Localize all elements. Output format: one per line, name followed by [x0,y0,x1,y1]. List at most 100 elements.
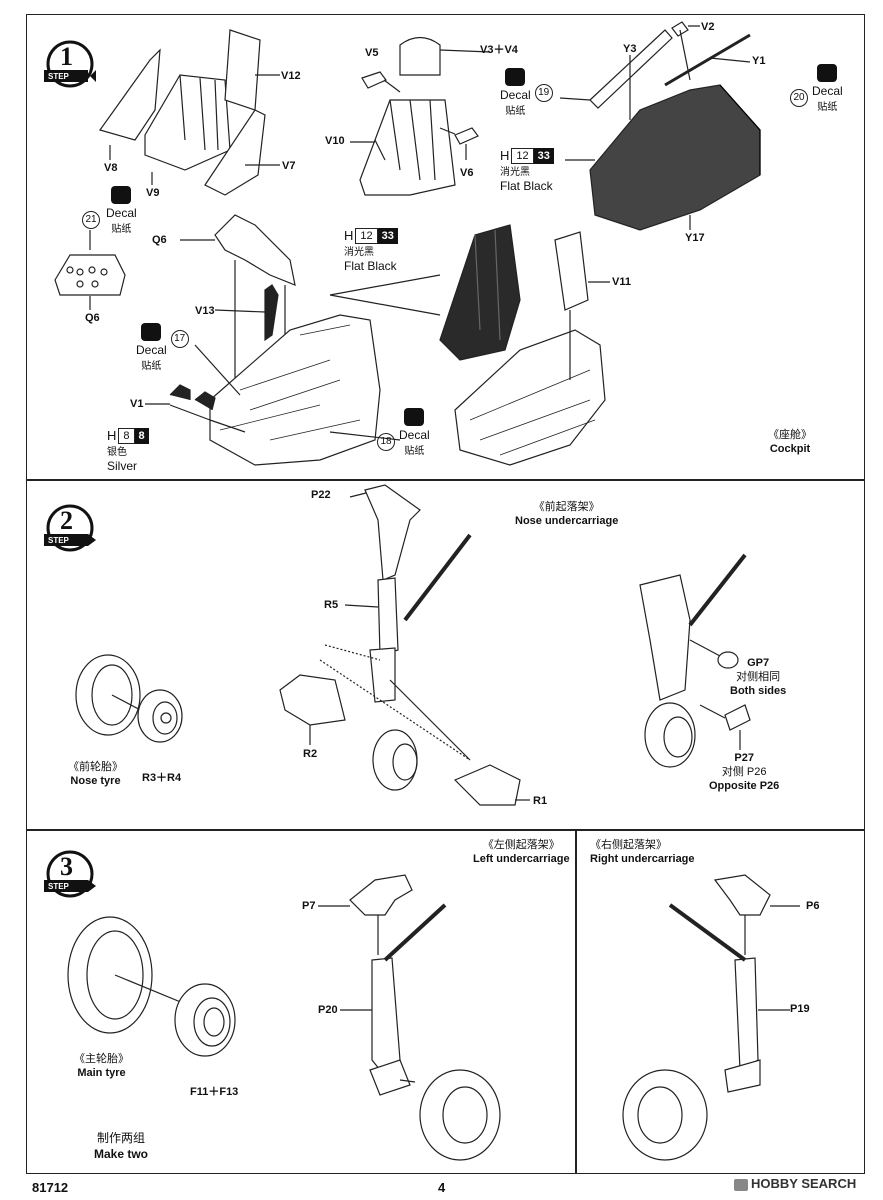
caption-make-two-zh: 制作两组 [97,1131,146,1145]
label-p6: P6 [806,900,820,912]
decal-19-zh: 贴纸 [505,106,526,117]
label-opposite-zh: 对侧 P26 [721,765,767,778]
caption-right-undercarriage: 《右侧起落架》 Right undercarriage [590,838,695,867]
paint-c-num: 33 [533,148,554,164]
part-v5 [361,71,387,89]
part-v6 [454,127,479,145]
decal-19: Decal 贴纸 19 [500,68,553,117]
decal-17-zh: 贴纸 [141,361,162,372]
label-v7: V7 [282,160,296,172]
part-p20 [371,957,401,1071]
label-both-sides-en: Both sides [730,684,787,697]
part-v7 [204,109,266,196]
decal-18-en: Decal [399,428,430,442]
label-p19: P19 [790,1003,810,1015]
part-v13 [264,284,279,342]
label-p27-group: P27 对侧 P26 Opposite P26 [709,752,779,793]
label-y3: Y3 [623,43,637,55]
paint-c-num: 33 [377,228,398,244]
part-nose-hub [137,689,183,743]
decal-21-number: 21 [82,210,100,229]
label-p22: P22 [311,489,331,501]
part-main-hub [174,983,236,1057]
part-cockpit-tub-left [209,314,381,466]
paint-h: H [500,148,510,164]
caption-nose-tyre-zh: 《前轮胎》 [68,761,123,773]
caption-left-undercarriage-en: Left undercarriage [473,853,570,866]
paint-zh: 消光黑 [500,167,530,178]
decal-20-number: 20 [790,88,808,107]
decal-20: 20 Decal 贴纸 [790,64,843,113]
label-y17: Y17 [685,232,705,244]
part-p7 [349,874,413,916]
part-v3-v4 [399,36,441,76]
label-r2: R2 [303,748,318,760]
paint-en: Silver [107,459,138,473]
part-nose-gear-complete [639,574,691,701]
decal-icon [141,323,162,341]
caption-make-two-en: Make two [94,1146,149,1161]
part-q6-decal [54,254,126,296]
caption-left-undercarriage-zh: 《左侧起落架》 [482,839,560,851]
decal-18-number: 18 [377,432,395,451]
part-nose-tyre [75,654,141,736]
label-v13: V13 [195,305,215,317]
label-v1: V1 [130,398,144,410]
step2-panel [26,480,865,830]
label-v2: V2 [701,21,715,33]
label-both-sides-zh: 对侧相同 [736,670,781,683]
part-v11 [554,231,589,311]
step-number-3: 3 [60,852,73,881]
label-f11-f13: F11＋F13 [190,1086,239,1098]
step1-drawing [54,21,761,466]
page-number: 4 [438,1180,446,1195]
watermark: HOBBY SEARCH [734,1176,856,1191]
caption-nose-tyre-en: Nose tyre [70,775,121,788]
part-v1 [169,384,216,421]
label-v6: V6 [460,167,474,179]
label-r5: R5 [324,599,339,611]
part-left-main-wheel [419,1069,501,1161]
part-nose-rod [403,533,472,622]
label-v10: V10 [325,135,345,147]
part-p27 [724,704,751,731]
part-y3 [589,29,673,109]
part-right-main-wheel [622,1069,708,1161]
decal-17-en: Decal [136,343,167,357]
label-r1: R1 [533,795,548,807]
caption-main-tyre-zh: 《主轮胎》 [74,1053,129,1065]
caption-nose-undercarriage-en: Nose undercarriage [515,515,619,528]
step-number-1: 1 [60,42,73,71]
label-v9: V9 [146,187,160,199]
label-y1: Y1 [752,55,766,67]
label-gp7-group: GP7 对侧相同 Both sides [730,657,786,698]
step-word-1: STEP [48,72,69,81]
label-gp7: GP7 [747,657,770,669]
step2-drawing [75,484,751,806]
label-v12: V12 [281,70,301,82]
decal-19-en: Decal [500,88,531,102]
watermark-text: HOBBY SEARCH [751,1176,857,1191]
part-v8 [99,48,161,141]
part-p6 [713,874,771,916]
part-r5 [377,577,399,656]
label-v11: V11 [612,276,631,288]
decal-icon [404,408,425,426]
part-p19 [734,957,759,1071]
label-q6-upper: Q6 [152,234,167,246]
part-cockpit-tub-right [454,329,606,466]
decal-20-en: Decal [812,84,843,98]
decal-icon [111,186,132,204]
step-badge-1: 1 STEP [40,36,100,96]
decal-21-en: Decal [106,206,137,220]
label-v5: V5 [365,47,379,59]
caption-right-undercarriage-zh: 《右侧起落架》 [590,839,667,851]
label-r3-r4: R3＋R4 [142,772,182,784]
decal-21-zh: 贴纸 [111,224,132,235]
paint-h: H [107,428,117,444]
step-word-3: STEP [48,882,69,891]
